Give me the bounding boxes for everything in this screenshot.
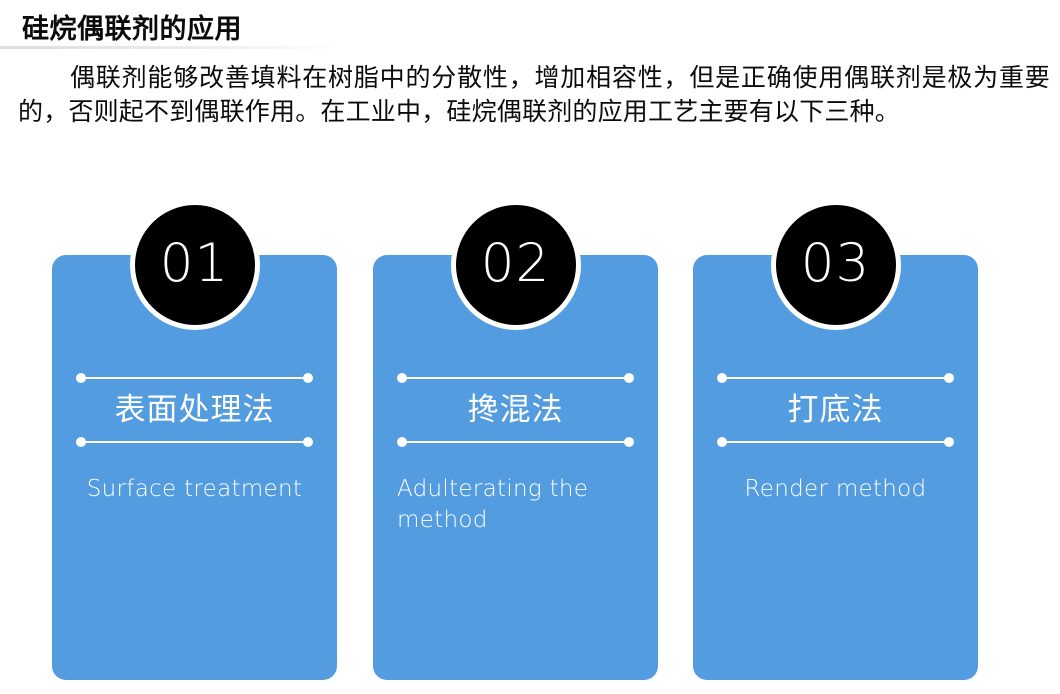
card-title-block: 表面处理法 bbox=[76, 373, 313, 447]
dot-icon bbox=[624, 437, 634, 447]
title-underline-divider bbox=[0, 46, 345, 49]
divider-rule-bottom bbox=[76, 437, 313, 447]
rule-line bbox=[402, 441, 629, 443]
divider-rule-bottom bbox=[397, 437, 634, 447]
card-caption-en: Surface treatment bbox=[86, 476, 303, 502]
card-title-block: 打底法 bbox=[717, 373, 954, 447]
cards-row: 01 表面处理法 Surface treatment 02 bbox=[52, 200, 978, 680]
rule-line bbox=[81, 441, 308, 443]
dot-icon bbox=[303, 373, 313, 383]
rule-line bbox=[81, 377, 308, 379]
card-title-block: 搀混法 bbox=[397, 373, 634, 447]
card-caption-en: Render method bbox=[744, 476, 927, 502]
rule-line bbox=[722, 441, 949, 443]
rule-line bbox=[722, 377, 949, 379]
card-01[interactable]: 01 表面处理法 Surface treatment bbox=[52, 200, 337, 680]
badge-number-label: 03 bbox=[800, 232, 871, 294]
card-title-cn: 表面处理法 bbox=[114, 392, 275, 428]
number-badge-02: 02 bbox=[450, 200, 581, 330]
number-badge-03: 03 bbox=[770, 200, 901, 330]
page-title: 硅烷偶联剂的应用 bbox=[22, 14, 242, 44]
divider-rule-top bbox=[76, 373, 313, 383]
dot-icon bbox=[944, 437, 954, 447]
card-title-cn: 打底法 bbox=[787, 392, 884, 428]
badge-number-label: 02 bbox=[480, 232, 551, 294]
card-title-cn: 搀混法 bbox=[467, 392, 564, 428]
dot-icon bbox=[944, 373, 954, 383]
card-caption-en: Adulterating the method bbox=[397, 476, 589, 533]
divider-rule-top bbox=[397, 373, 634, 383]
divider-rule-top bbox=[717, 373, 954, 383]
rule-line bbox=[402, 377, 629, 379]
badge-number-label: 01 bbox=[159, 232, 230, 294]
divider-rule-bottom bbox=[717, 437, 954, 447]
number-badge-01: 01 bbox=[129, 200, 260, 330]
dot-icon bbox=[303, 437, 313, 447]
card-03[interactable]: 03 打底法 Render method bbox=[693, 200, 978, 680]
dot-icon bbox=[624, 373, 634, 383]
card-02[interactable]: 02 搀混法 Adulterating the method bbox=[373, 200, 658, 680]
body-paragraph: 偶联剂能够改善填料在树脂中的分散性，增加相容性，但是正确使用偶联剂是极为重要的，… bbox=[18, 65, 1050, 126]
